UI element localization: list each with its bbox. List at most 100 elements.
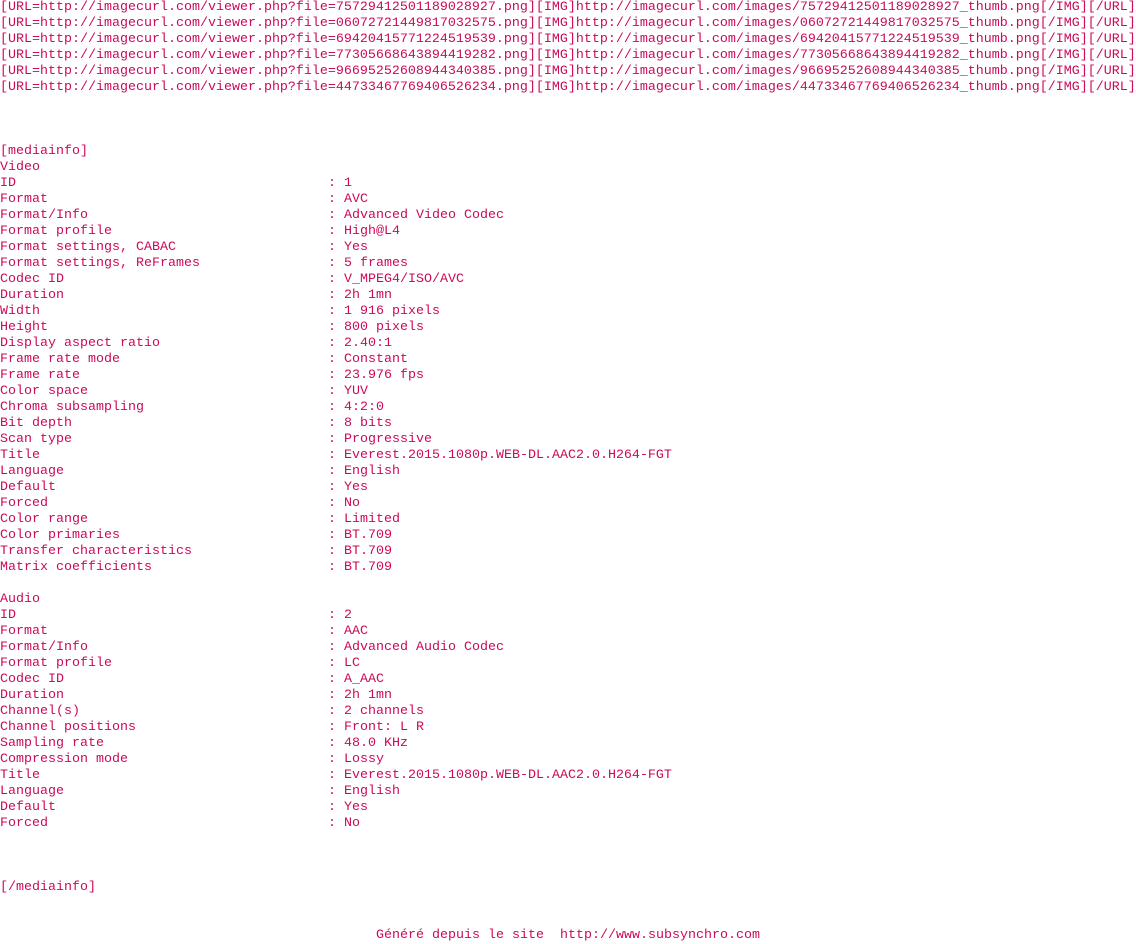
- field-value: 2h 1mn: [344, 688, 392, 703]
- field-separator: :: [328, 432, 344, 447]
- field-label: Format profile: [0, 224, 112, 239]
- field-value: Advanced Video Codec: [344, 208, 504, 223]
- field-label: Display aspect ratio: [0, 336, 160, 351]
- field-separator: :: [328, 272, 344, 287]
- field-label: Language: [0, 464, 64, 479]
- audio-field-row: Compression mode: Lossy: [0, 752, 1136, 768]
- field-separator: :: [328, 816, 344, 831]
- video-section-heading: Video: [0, 160, 40, 175]
- field-value: BT.709: [344, 544, 392, 559]
- footer-credit: Généré depuis le site http://www.subsync…: [376, 928, 760, 943]
- field-label: Channel positions: [0, 720, 136, 735]
- field-value: Advanced Audio Codec: [344, 640, 504, 655]
- field-separator: :: [328, 656, 344, 671]
- field-value: Yes: [344, 240, 368, 255]
- field-label: Format: [0, 624, 48, 639]
- field-label: ID: [0, 176, 16, 191]
- field-separator: :: [328, 304, 344, 319]
- bbcode-image-link: [URL=http://imagecurl.com/viewer.php?fil…: [0, 48, 1136, 63]
- field-label: Color range: [0, 512, 88, 527]
- audio-field-row: Channel(s): 2 channels: [0, 704, 1136, 720]
- field-separator: :: [328, 496, 344, 511]
- video-field-row: Format settings, CABAC: Yes: [0, 240, 1136, 256]
- audio-field-row: Language: English: [0, 784, 1136, 800]
- field-label: ID: [0, 608, 16, 623]
- field-separator: :: [328, 672, 344, 687]
- field-label: Format/Info: [0, 208, 88, 223]
- field-label: Title: [0, 768, 40, 783]
- blank-line: [0, 576, 1136, 592]
- field-value: BT.709: [344, 560, 392, 575]
- field-value: YUV: [344, 384, 368, 399]
- field-value: Yes: [344, 480, 368, 495]
- field-separator: :: [328, 192, 344, 207]
- audio-field-row: Default: Yes: [0, 800, 1136, 816]
- field-separator: :: [328, 704, 344, 719]
- field-separator: :: [328, 208, 344, 223]
- blank-line: [0, 96, 1136, 112]
- field-label: Height: [0, 320, 48, 335]
- mediainfo-open-tag: [mediainfo]: [0, 144, 88, 159]
- field-separator: :: [328, 784, 344, 799]
- field-separator: :: [328, 624, 344, 639]
- field-separator: :: [328, 384, 344, 399]
- field-label: Chroma subsampling: [0, 400, 144, 415]
- field-value: 4:2:0: [344, 400, 384, 415]
- field-separator: :: [328, 480, 344, 495]
- field-label: Compression mode: [0, 752, 128, 767]
- field-separator: :: [328, 560, 344, 575]
- video-field-row: Frame rate: 23.976 fps: [0, 368, 1136, 384]
- blank-line: [0, 112, 1136, 128]
- field-label: Title: [0, 448, 40, 463]
- field-value: 1 916 pixels: [344, 304, 440, 319]
- field-value: Everest.2015.1080p.WEB-DL.AAC2.0.H264-FG…: [344, 768, 672, 783]
- field-separator: :: [328, 608, 344, 623]
- field-label: Matrix coefficients: [0, 560, 152, 575]
- field-separator: :: [328, 640, 344, 655]
- field-label: Forced: [0, 496, 48, 511]
- audio-field-row: Codec ID: A_AAC: [0, 672, 1136, 688]
- video-field-row: Color primaries: BT.709: [0, 528, 1136, 544]
- video-field-row: Format profile: High@L4: [0, 224, 1136, 240]
- field-label: Frame rate: [0, 368, 80, 383]
- video-field-row: Format settings, ReFrames: 5 frames: [0, 256, 1136, 272]
- field-separator: :: [328, 336, 344, 351]
- video-field-row: Chroma subsampling: 4:2:0: [0, 400, 1136, 416]
- field-label: Format profile: [0, 656, 112, 671]
- video-field-row: Transfer characteristics: BT.709: [0, 544, 1136, 560]
- field-value: English: [344, 464, 400, 479]
- field-value: 2h 1mn: [344, 288, 392, 303]
- audio-field-row: Format/Info: Advanced Audio Codec: [0, 640, 1136, 656]
- field-label: Default: [0, 480, 56, 495]
- field-value: 8 bits: [344, 416, 392, 431]
- blank-line: [0, 832, 1136, 848]
- field-value: Constant: [344, 352, 408, 367]
- audio-field-row: Duration: 2h 1mn: [0, 688, 1136, 704]
- audio-field-row: Title: Everest.2015.1080p.WEB-DL.AAC2.0.…: [0, 768, 1136, 784]
- field-separator: :: [328, 544, 344, 559]
- audio-field-row: Sampling rate: 48.0 KHz: [0, 736, 1136, 752]
- video-field-row: Width: 1 916 pixels: [0, 304, 1136, 320]
- field-separator: :: [328, 352, 344, 367]
- field-separator: :: [328, 528, 344, 543]
- field-label: Sampling rate: [0, 736, 104, 751]
- field-separator: :: [328, 240, 344, 255]
- field-value: 2.40:1: [344, 336, 392, 351]
- field-value: No: [344, 496, 360, 511]
- field-value: AAC: [344, 624, 368, 639]
- field-label: Codec ID: [0, 272, 64, 287]
- video-field-row: Codec ID: V_MPEG4/ISO/AVC: [0, 272, 1136, 288]
- audio-field-row: Channel positions: Front: L R: [0, 720, 1136, 736]
- field-value: AVC: [344, 192, 368, 207]
- field-value: 48.0 KHz: [344, 736, 408, 751]
- field-label: Duration: [0, 688, 64, 703]
- field-value: Everest.2015.1080p.WEB-DL.AAC2.0.H264-FG…: [344, 448, 672, 463]
- blank-line: [0, 912, 1136, 928]
- field-value: 2: [344, 608, 352, 623]
- bbcode-image-link: [URL=http://imagecurl.com/viewer.php?fil…: [0, 80, 1136, 95]
- audio-section-heading: Audio: [0, 592, 40, 607]
- field-value: 2 channels: [344, 704, 424, 719]
- field-separator: :: [328, 464, 344, 479]
- bbcode-image-link: [URL=http://imagecurl.com/viewer.php?fil…: [0, 16, 1136, 31]
